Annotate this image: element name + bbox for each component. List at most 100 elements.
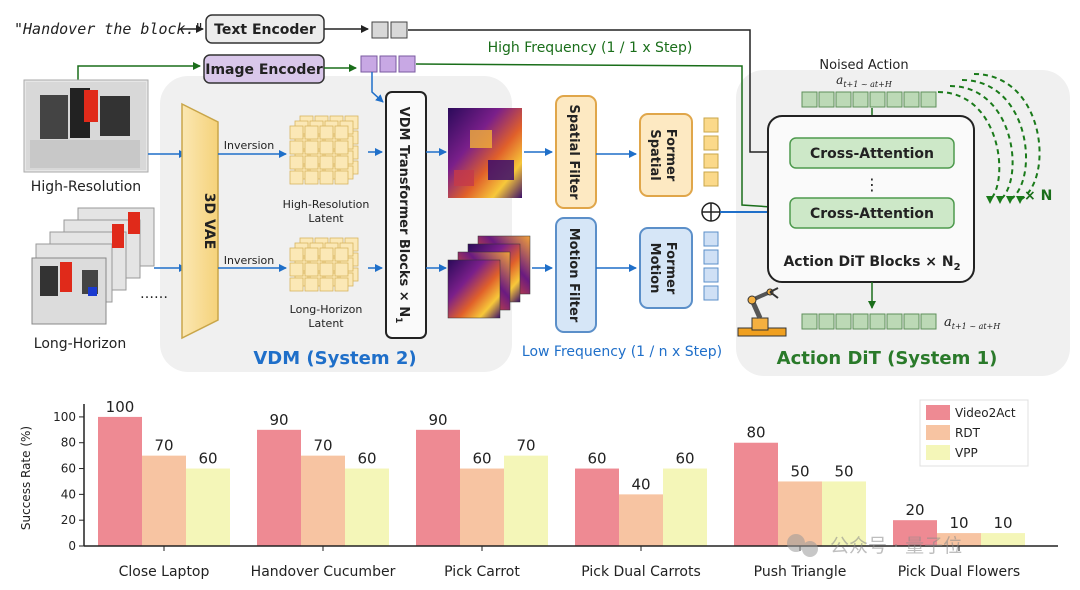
bar-vpp: [981, 533, 1025, 546]
spatial-tokens: [703, 117, 719, 187]
x-category-label: Pick Carrot: [444, 564, 520, 580]
latent-cell: [319, 125, 334, 140]
hr-latent-label-2: Latent: [308, 212, 344, 225]
bar-vpp: [186, 468, 230, 546]
bar-rdt: [937, 533, 981, 546]
bar-rdt: [619, 494, 663, 546]
bar-value-label: 70: [516, 437, 535, 455]
action-token: [852, 313, 869, 330]
motion-former-box: [639, 227, 693, 309]
y-tick-label: 40: [61, 487, 76, 501]
y-tick-label: 60: [61, 462, 76, 476]
motion-tokens: [703, 231, 719, 301]
instruction-text: "Handover the block.": [14, 20, 204, 38]
latent-cell: [319, 140, 334, 155]
latent-cell: [334, 277, 349, 292]
spatial-former-label-1: Spatial: [647, 129, 662, 180]
action-token: [852, 91, 869, 108]
latent-cell: [319, 247, 334, 262]
latent-cell: [304, 155, 319, 170]
bar-video2act: [893, 520, 937, 546]
latent-cell: [319, 170, 334, 185]
latent-cell: [289, 262, 304, 277]
bar-value-label: 90: [269, 411, 288, 429]
high-frequency-label: High Frequency (1 / 1 x Step): [488, 40, 693, 56]
latent-cell: [289, 247, 304, 262]
latent-cell: [289, 155, 304, 170]
latent-cell: [334, 170, 349, 185]
latent-cell: [319, 155, 334, 170]
x-category-label: Close Laptop: [119, 564, 210, 580]
action-token: [903, 313, 920, 330]
watermark: 公众号 · 量子位: [787, 534, 962, 557]
image-encoder-label: Image Encoder: [205, 62, 323, 78]
image-token-to-vdm-arrow: [371, 72, 384, 103]
output-action-range: at+1 ~ at+H: [944, 315, 1001, 331]
vdm-transformer-label: VDM Transformer Blocks × N1: [393, 107, 411, 324]
text-token-1: [371, 21, 389, 39]
robot-arm-icon: [737, 287, 787, 337]
bar-value-label: 60: [472, 450, 491, 468]
bar-value-label: 50: [790, 462, 809, 480]
bar-value-label: 60: [675, 450, 694, 468]
noised-action-tokens: [801, 91, 937, 108]
y-tick-label: 100: [53, 410, 76, 424]
action-token: [920, 91, 937, 108]
y-tick-label: 80: [61, 436, 76, 450]
cross-attention-label-1: Cross-Attention: [810, 146, 934, 162]
action-token: [835, 313, 852, 330]
latent-cell: [304, 140, 319, 155]
bar-video2act: [416, 429, 460, 546]
bar-value-label: 50: [834, 462, 853, 480]
bar-video2act: [98, 416, 142, 546]
text-token-2: [390, 21, 408, 39]
motion-former-label-2: Former: [663, 242, 678, 295]
bar-value-label: 100: [106, 398, 135, 416]
latent-cell: [334, 155, 349, 170]
motion-filter-box: [555, 217, 597, 333]
image-encoder-box: [203, 54, 325, 84]
noised-action-range: at+1 ~ at+H: [836, 73, 893, 89]
spatial-heatmap: [448, 108, 522, 198]
legend-swatch: [926, 445, 950, 460]
image-token-1: [360, 55, 378, 73]
bar-vpp: [663, 468, 707, 546]
latent-cell: [334, 262, 349, 277]
latent-cell: [334, 140, 349, 155]
action-token: [801, 313, 818, 330]
long-horizon-latent-grid: [289, 237, 359, 292]
latent-cell: [319, 277, 334, 292]
x-category-label: Pick Dual Flowers: [898, 564, 1020, 580]
latent-cell: [319, 262, 334, 277]
dots-ellipsis: ……: [140, 286, 168, 302]
latent-cell: [289, 277, 304, 292]
hr-latent-label-1: High-Resolution: [283, 198, 370, 211]
action-token: [869, 313, 886, 330]
iteration-loop: [937, 73, 1041, 201]
cross-attention-label-2: Cross-Attention: [810, 206, 934, 222]
action-token: [801, 91, 818, 108]
bar-rdt: [142, 455, 186, 546]
spatial-filter-label: Spatial Filter: [566, 104, 581, 200]
bar-value-label: 60: [198, 450, 217, 468]
dit-system-title: Action DiT (System 1): [777, 348, 998, 369]
action-token: [920, 313, 937, 330]
bar-value-label: 60: [587, 450, 606, 468]
bar-video2act: [734, 442, 778, 546]
action-dit-blocks-label: Action DiT Blocks × N2: [783, 254, 960, 273]
high-resolution-image: [23, 79, 149, 173]
lh-latent-label-2: Latent: [308, 317, 344, 330]
legend-swatch: [926, 425, 950, 440]
legend-swatch: [926, 405, 950, 420]
vdm-system-title: VDM (System 2): [253, 348, 416, 369]
inversion-label-1: Inversion: [224, 139, 275, 152]
cross-attention-box-2: [789, 197, 955, 229]
chart-y-axis-label: Success Rate (%): [19, 426, 33, 530]
latent-cell: [289, 125, 304, 140]
latent-cell: [334, 125, 349, 140]
inversion-label-2: Inversion: [224, 254, 275, 267]
latent-cell: [289, 140, 304, 155]
spatial-former-box: [639, 113, 693, 197]
loop-arrowheads: [986, 196, 1024, 204]
